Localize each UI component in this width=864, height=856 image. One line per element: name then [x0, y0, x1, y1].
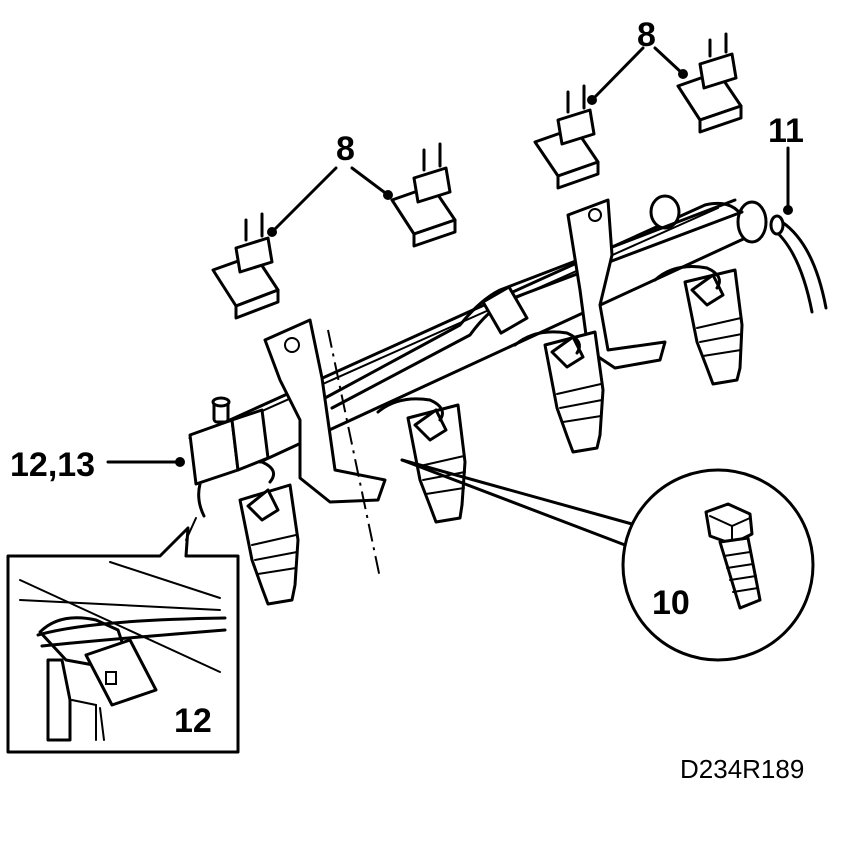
center-line [327, 329, 381, 579]
drawing-code: D234R189 [680, 754, 804, 784]
inset-detail [6, 517, 240, 754]
bolt-callout [400, 458, 815, 662]
rail-bracket-left [263, 318, 387, 504]
bolt-icon [704, 502, 762, 610]
connector-3 [533, 84, 600, 190]
injector-3 [513, 330, 605, 454]
connector-2 [390, 142, 457, 248]
fuel-return-pipe [323, 198, 744, 410]
label-connector-top-left: 8 [336, 130, 355, 168]
connector-4 [676, 32, 743, 134]
hose [769, 214, 828, 314]
rail-end-block [188, 396, 270, 518]
label-bolt: 10 [652, 584, 690, 622]
injector-2 [376, 397, 467, 524]
label-connector-top-right: 8 [637, 16, 656, 54]
label-hose: 11 [768, 112, 804, 150]
rail-bracket-right [566, 198, 667, 370]
injector-4 [653, 265, 744, 386]
connector-1 [211, 212, 280, 320]
label-inset-detail: 12 [174, 702, 212, 740]
injector-1 [208, 458, 300, 606]
label-rail-bracket: 12,13 [10, 446, 95, 484]
